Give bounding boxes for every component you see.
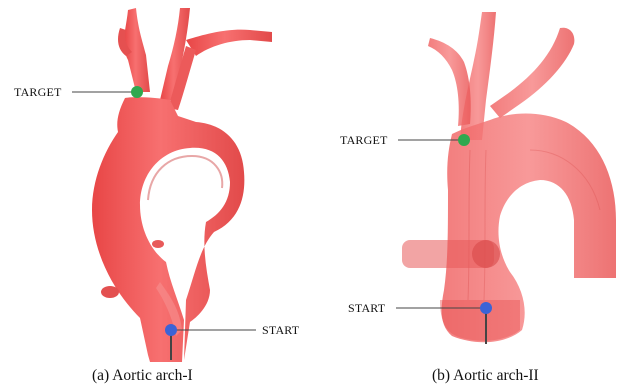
aortic-arch-2-model	[402, 12, 616, 344]
aortic-arch-1-model	[92, 8, 272, 362]
target-label-a: TARGET	[14, 86, 62, 98]
target-marker-b	[458, 134, 470, 146]
branch-vessel-right	[186, 30, 272, 56]
transverse-vessel-end	[472, 240, 500, 268]
branch-vessel-right-b	[490, 28, 574, 118]
vessel-bump	[152, 240, 164, 248]
start-label-b: START	[348, 302, 385, 314]
branch-vessel-left-b	[428, 38, 471, 126]
arch-inner-shading	[148, 156, 222, 200]
target-marker-a	[131, 86, 143, 98]
start-marker-a	[165, 324, 177, 336]
start-label-a: START	[262, 324, 299, 336]
aortic-arch-1-body	[92, 97, 244, 362]
caption-a: (a) Aortic arch-I	[92, 368, 193, 384]
start-marker-b	[480, 302, 492, 314]
vessel-nodule	[101, 286, 119, 298]
target-label-b: TARGET	[340, 134, 388, 146]
caption-b: (b) Aortic arch-II	[432, 368, 539, 384]
